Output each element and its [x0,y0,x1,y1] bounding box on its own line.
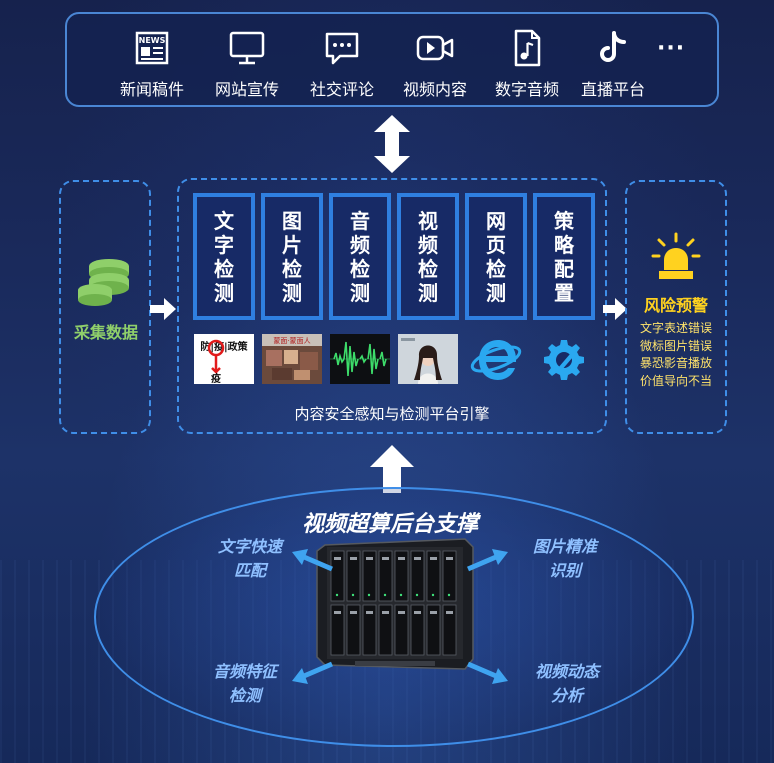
video-frame-thumbnail [398,334,458,384]
risk-warning-title: 风险预警 [643,296,708,315]
media-item-news: NEWS 新闻稿件 [107,28,197,100]
feature-line: 分析 [550,686,583,705]
detection-card-label: 文字检测 [214,208,234,305]
tiktok-icon [600,31,626,62]
detection-card-label: 音频检测 [350,208,370,305]
detection-card-label: 图片检测 [282,208,302,305]
feature-text-matching: 文字快速 匹配 [195,535,305,583]
feature-line: 图片精准 [532,537,597,556]
news-icon: NEWS [135,31,169,65]
media-label-video: 视频内容 [402,80,467,99]
gear-wrench-icon [544,340,584,380]
arrow-right-icon [603,298,627,320]
media-item-audio: 数字音频 [482,28,572,100]
feature-line: 文字快速 [217,537,282,556]
image-sample-thumbnail: 蒙面·蒙面人 [262,334,322,384]
feature-line: 匹配 [233,561,266,580]
arrow-right-icon [150,298,176,320]
detection-card-audio: 音频检测 [329,193,391,320]
feature-line: 识别 [548,561,581,580]
feature-line: 检测 [228,686,261,705]
media-label-social: 社交评论 [309,80,374,99]
more-indicator: ··· [657,36,686,61]
risk-item: 暴恐影音播放 [639,356,712,370]
text-sample-bottom: 疫 [211,372,221,384]
text-sample-thumbnail: 防|疫|政策 疫 [194,334,254,384]
risk-list: 文字表述错误 微标图片错误 暴恐影音播放 价值导向不当 [628,320,724,390]
alarm-light-icon [651,232,701,279]
arrow-up-icon [370,445,414,493]
text-sample-top: 防|疫|政策 [200,340,248,353]
media-item-website: 网站宣传 [202,28,292,100]
media-label-news: 新闻稿件 [119,80,184,99]
media-label-live: 直播平台 [580,80,645,99]
risk-item: 文字表述错误 [639,321,712,335]
internet-explorer-icon [470,340,522,380]
arrow-left-down-icon [292,661,333,684]
collect-data-label: 采集数据 [73,323,138,342]
arrow-left-up-icon [292,549,333,572]
media-item-video: 视频内容 [390,28,480,100]
media-item-live: 直播平台 [568,28,658,100]
detection-card-video: 视频检测 [397,193,459,320]
feature-line: 音频特征 [212,662,277,681]
feature-audio-detection: 音频特征 检测 [190,660,300,708]
arrow-right-down-icon [467,661,508,684]
arrow-right-up-icon [467,549,508,572]
video-camera-icon [416,35,454,61]
feature-video-analysis: 视频动态 分析 [512,660,622,708]
monitor-icon [229,31,265,65]
bidirectional-arrow-icon [374,115,410,173]
media-label-website: 网站宣传 [214,80,279,99]
detection-card-label: 网页检测 [486,208,506,305]
audio-file-icon [514,29,541,67]
feature-image-recognition: 图片精准 识别 [510,535,620,583]
news-icon-text: NEWS [139,36,166,45]
media-item-social: 社交评论 [297,28,387,100]
database-icon [78,259,129,306]
risk-warning-box [625,180,727,434]
image-sample-caption: 蒙面·蒙面人 [273,336,310,345]
backend-title: 视频超算后台支撑 [301,512,478,537]
detection-card-label: 视频检测 [418,208,438,305]
audio-waveform-thumbnail [330,334,390,384]
detection-card-label: 策略配置 [554,208,574,305]
detection-card-image: 图片检测 [261,193,323,320]
media-label-audio: 数字音频 [494,80,559,99]
feature-line: 视频动态 [534,662,599,681]
media-sources-panel: NEWS 新闻稿件 网站宣传 社交评论 视频内容 [65,12,719,107]
detection-card-strategy: 策略配置 [533,193,595,320]
chat-bubble-icon [325,32,359,65]
detection-card-text: 文字检测 [193,193,255,320]
risk-item: 微标图片错误 [639,338,712,353]
blade-server-icon [316,538,474,670]
risk-item: 价值导向不当 [639,373,712,388]
engine-label: 内容安全感知与检测平台引擎 [294,405,490,423]
detection-card-webpage: 网页检测 [465,193,527,320]
